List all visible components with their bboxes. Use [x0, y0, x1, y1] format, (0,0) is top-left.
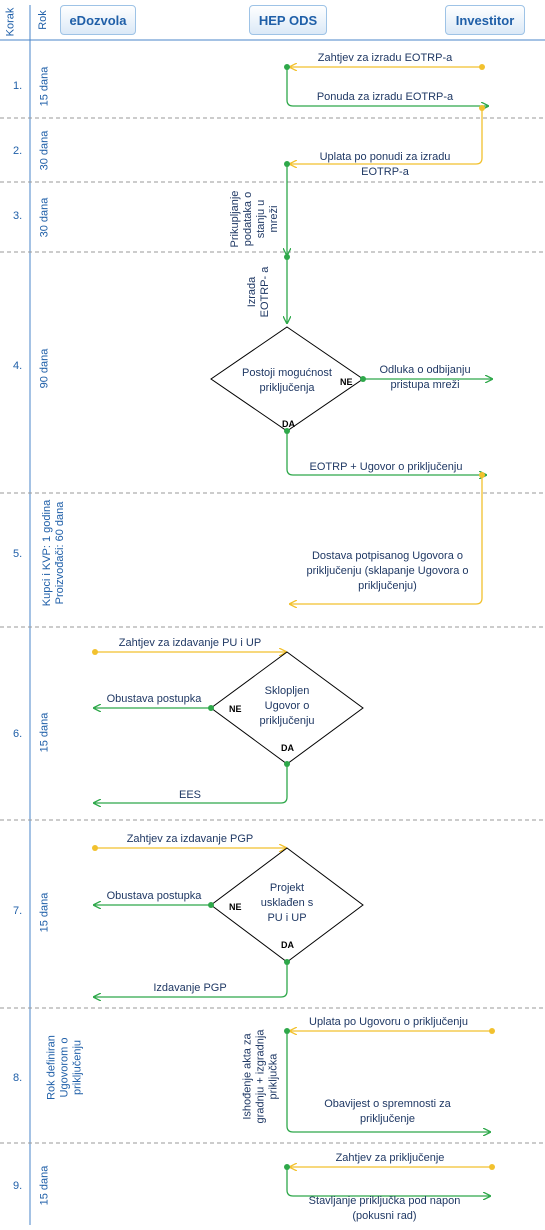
step8-notice-arrow	[284, 1028, 490, 1132]
step-number: 1.	[13, 80, 23, 92]
step9-power-label: Stavljanje priključka pod napon(pokusni …	[308, 1195, 461, 1222]
step6-request-label: Zahtjev za izdavanje PU i UP	[118, 637, 262, 649]
step7-stop-arrow	[94, 902, 214, 908]
step-number: 4.	[13, 360, 23, 372]
step9-request-arrow	[290, 1164, 495, 1170]
step8-payment-label: Uplata po Ugovoru o priključenju	[309, 1016, 468, 1028]
lane-header-hepods: HEP ODS	[249, 5, 327, 35]
step7-request-label: Zahtjev za izdavanje PGP	[126, 833, 254, 845]
step-number: 9.	[13, 1180, 23, 1192]
step-number: 3.	[13, 210, 23, 222]
step6-ees-label: EES	[178, 789, 201, 801]
korak-column-header: Korak	[4, 7, 17, 37]
step1-request-label: Zahtjev za izradu EOTRP-a	[317, 52, 453, 64]
step1-offer-arrow	[284, 64, 488, 106]
step5-delivery-arrow	[290, 472, 485, 604]
lane-guides	[0, 5, 545, 1225]
step9-power-arrow	[284, 1164, 490, 1196]
step6-ne-label: NE	[229, 704, 242, 714]
step-rok: 15 dana	[38, 712, 51, 753]
step6-da-label: DA	[281, 743, 294, 753]
step-rok: 90 dana	[38, 348, 51, 389]
step3-collect-arrow	[284, 161, 290, 255]
step7-stop-label: Obustava postupka	[106, 890, 202, 902]
step6-request-arrow	[92, 649, 286, 655]
lane-header-edozvola: eDozvola	[60, 5, 136, 35]
step-number: 7.	[13, 905, 23, 917]
step-rok: 15 dana	[38, 1165, 51, 1206]
step6-stop-label: Obustava postupka	[106, 693, 202, 705]
step-number: 8.	[13, 1072, 23, 1084]
step-rok: 30 dana	[38, 130, 51, 171]
step4-contract-arrow	[284, 428, 486, 475]
step-number: 5.	[13, 548, 23, 560]
step2-payment-arrow	[290, 105, 485, 164]
rok-column-header: Rok	[36, 10, 49, 30]
step4-make-arrow	[284, 254, 290, 323]
step8-payment-arrow	[290, 1028, 495, 1034]
step-rok: 15 dana	[38, 66, 51, 107]
step-number: 6.	[13, 728, 23, 740]
step-separators	[0, 117, 545, 1144]
lane-header-investitor: Investitor	[445, 5, 525, 35]
step1-request-arrow	[290, 64, 485, 70]
step4-da-label: DA	[282, 419, 295, 429]
step-rok: 15 dana	[38, 892, 51, 933]
step4-ne-label: NE	[340, 377, 353, 387]
step7-da-label: DA	[281, 940, 294, 950]
step6-stop-arrow	[94, 705, 214, 711]
step4-reject-arrow	[360, 376, 492, 382]
step7-ne-label: NE	[229, 902, 242, 912]
step7-request-arrow	[92, 845, 286, 851]
step-number: 2.	[13, 145, 23, 157]
step6-ees-arrow	[94, 761, 290, 803]
step4-contract-label: EOTRP + Ugovor o priključenju	[309, 461, 463, 473]
step-rok: 30 dana	[38, 197, 51, 238]
step7-issue-label: Izdavanje PGP	[153, 982, 227, 994]
step7-issue-arrow	[94, 959, 290, 997]
step9-request-label: Zahtjev za priključenje	[335, 1152, 445, 1164]
step1-offer-label: Ponuda za izradu EOTRP-a	[316, 91, 454, 103]
